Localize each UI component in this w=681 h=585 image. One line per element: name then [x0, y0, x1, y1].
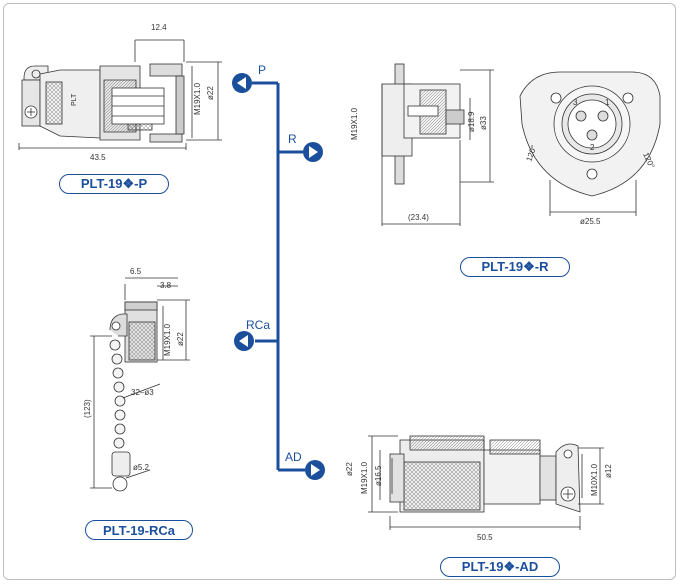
- dim-rca-dia: ø22: [176, 332, 185, 346]
- dim-rca-length: (123): [83, 399, 92, 418]
- pin-1: 1: [605, 98, 610, 107]
- nav-tree: [252, 81, 305, 472]
- dim-rca-thread: M19X1.0: [163, 323, 172, 356]
- nav-label-p: P: [258, 63, 266, 77]
- dim-r-inner: ø18.9: [467, 111, 476, 132]
- svg-text:PLT: PLT: [71, 93, 78, 106]
- label-plt-p-text: PLT-19❖-P: [80, 176, 148, 191]
- drawing-plt-rca: [90, 277, 190, 492]
- dim-p-top: 12.4: [151, 23, 167, 32]
- dim-rca-ring: ø5.2: [133, 463, 150, 472]
- dim-ad-thread: M19X1.0: [360, 461, 369, 494]
- label-plt-ad[interactable]: PLT-19❖-AD: [440, 557, 560, 577]
- dim-ad-inner: ø16.5: [374, 465, 383, 486]
- label-plt-r[interactable]: PLT-19❖-R: [460, 257, 570, 277]
- nav-arrow-r[interactable]: [303, 142, 323, 162]
- nav-arrow-p[interactable]: [232, 73, 252, 93]
- diagram-frame: [3, 3, 676, 580]
- label-plt-rca[interactable]: PLT-19-RCa: [85, 520, 193, 540]
- pin-2: 2: [590, 143, 595, 152]
- dim-r-depth: (23.4): [408, 213, 429, 222]
- nav-arrow-ad[interactable]: [305, 460, 325, 480]
- dim-r-face: ø25.5: [580, 217, 601, 226]
- dim-rca-w1: 6.5: [130, 267, 142, 276]
- dim-p-length: 43.5: [90, 153, 106, 162]
- dim-r-thread: M19X1.0: [350, 107, 359, 140]
- drawing-plt-r-face: [519, 71, 661, 216]
- dim-rca-chain: 32–ø3: [131, 388, 154, 397]
- dim-r-outer: ø33: [479, 116, 488, 130]
- label-plt-rca-text: PLT-19-RCa: [103, 522, 175, 538]
- dim-ad-dia: ø22: [345, 462, 354, 476]
- nav-label-rca: RCa: [246, 318, 270, 332]
- dim-ad-length: 50.5: [477, 533, 493, 542]
- label-plt-r-text: PLT-19❖-R: [481, 259, 549, 274]
- drawing-plt-r-side: [381, 63, 494, 226]
- pin-3: 3: [573, 98, 578, 107]
- nav-arrow-rca[interactable]: [234, 331, 254, 351]
- nav-label-ad: AD: [285, 450, 302, 464]
- dim-rca-w2: 3.8: [160, 281, 172, 290]
- dim-ad-thread2: M10X1.0: [590, 463, 599, 496]
- dim-p-dia: ø22: [206, 86, 215, 100]
- label-plt-ad-text: PLT-19❖-AD: [461, 559, 539, 574]
- drawing-plt-ad: [368, 435, 604, 530]
- dim-ad-dia2: ø12: [604, 464, 613, 478]
- dim-p-thread: M19X1.0: [193, 82, 202, 115]
- drawing-plt-p: PLT: [18, 39, 222, 150]
- label-plt-p[interactable]: PLT-19❖-P: [59, 174, 169, 194]
- nav-label-r: R: [288, 132, 297, 146]
